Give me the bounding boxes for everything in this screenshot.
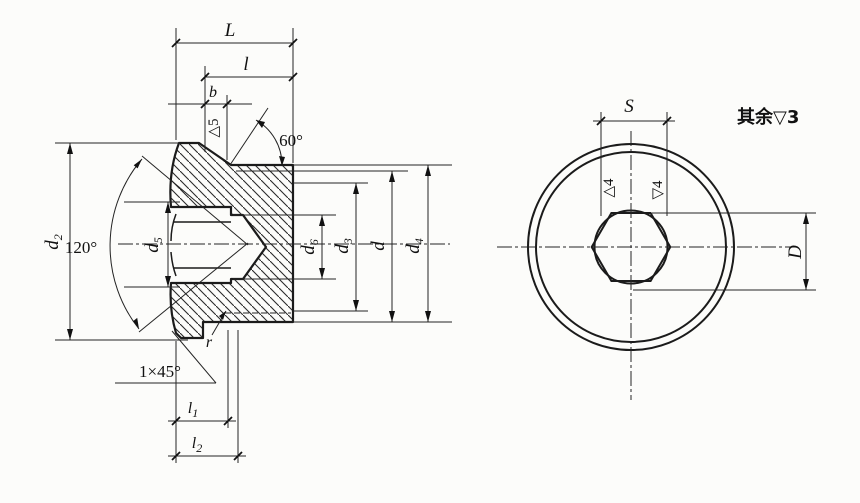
label-D: D — [785, 245, 806, 260]
dimension-l: l — [200, 54, 298, 82]
label-l2-sub: 2 — [196, 441, 202, 455]
dimension-d3: d3 — [332, 183, 359, 311]
label-d4-sub: 4 — [412, 238, 426, 244]
label-angle-120: 120° — [65, 238, 97, 257]
label-l: l — [243, 54, 248, 75]
fillet-callout-r: r — [206, 310, 227, 351]
label-angle-60: 60° — [279, 131, 303, 150]
label-d6-sub: 6 — [307, 239, 321, 245]
label-d5-sub: 5 — [151, 237, 165, 243]
label-fillet-r: r — [206, 334, 213, 351]
dimension-l2: l2 — [168, 435, 246, 461]
label-S: S — [624, 96, 634, 117]
svg-text:l1: l1 — [188, 400, 198, 420]
dimension-b: b — [168, 84, 252, 109]
label-d4: d — [403, 244, 424, 254]
plug-section-outline — [169, 141, 295, 340]
label-l2: l — [192, 435, 197, 452]
svg-text:l2: l2 — [192, 435, 202, 455]
extension-lines-left-view — [55, 28, 452, 463]
chamfer-callout: 1×45° — [115, 330, 217, 384]
svg-text:d5: d5 — [142, 237, 165, 253]
dimension-D: D — [633, 212, 816, 291]
svg-text:d6: d6 — [298, 239, 321, 255]
label-chamfer: 1×45° — [139, 362, 181, 381]
surface-finish-mark-socket-left: △4 — [601, 178, 617, 198]
label-d2-sub: 2 — [51, 234, 65, 240]
svg-text:d4: d4 — [403, 238, 426, 254]
socket-sphere-arc-upper — [170, 213, 177, 242]
svg-text:d3: d3 — [332, 238, 355, 254]
label-l1-sub: 1 — [192, 406, 198, 420]
svg-text:d: d — [368, 241, 389, 251]
angle-callout-120: 120° — [65, 155, 249, 333]
right-view: S △4 ▽4 D — [497, 96, 816, 400]
label-d5: d — [142, 243, 163, 253]
label-l1: l — [188, 400, 193, 417]
dimension-d: d — [368, 171, 395, 322]
surface-finish-mark-head: △5 — [206, 118, 222, 137]
dimension-d2: d2 — [42, 143, 73, 340]
dimension-d5: d5 — [142, 202, 171, 287]
label-d3-sub: 3 — [341, 238, 355, 245]
angle-callout-60: 60° — [229, 107, 303, 166]
dimension-d6: d6 — [298, 215, 325, 279]
label-L: L — [224, 20, 236, 41]
general-finish-note: 其余▽3 — [737, 106, 799, 128]
dimension-d4: d4 — [403, 165, 431, 322]
svg-text:d2: d2 — [42, 234, 65, 250]
hex-socket-outline — [590, 212, 672, 282]
left-view-section: L l b △5 60° — [42, 20, 452, 463]
label-b: b — [209, 84, 217, 101]
surface-finish-mark-socket-right: ▽4 — [650, 180, 666, 200]
svg-text:D: D — [785, 245, 806, 260]
label-d: d — [368, 241, 389, 251]
dimension-L: L — [171, 20, 298, 48]
socket-sphere-arc-lower — [170, 251, 177, 277]
label-d2: d — [42, 240, 63, 250]
dimension-l1: l1 — [168, 400, 236, 426]
dimension-S: S — [593, 96, 675, 216]
label-d3: d — [332, 244, 353, 254]
label-d6: d — [298, 245, 319, 255]
